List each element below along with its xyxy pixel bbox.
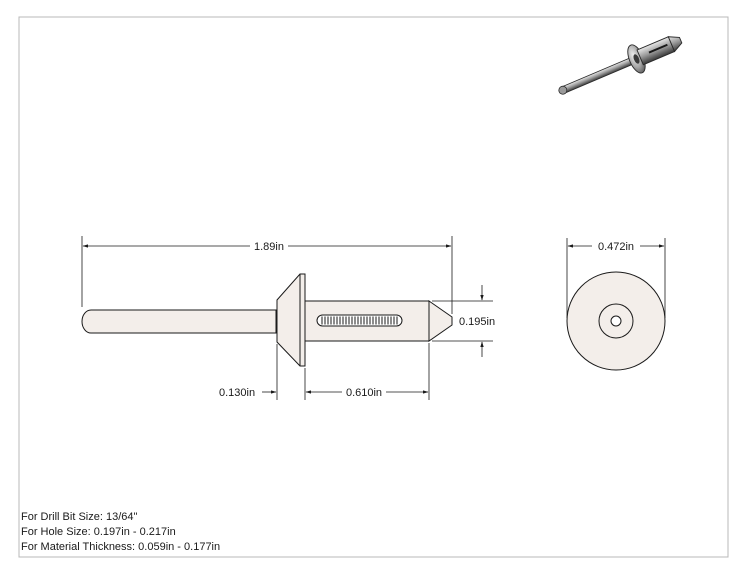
preview-slot bbox=[648, 43, 668, 54]
isometric-preview bbox=[558, 36, 683, 95]
side-view bbox=[81, 273, 453, 367]
notes-block: For Drill Bit Size: 13/64" For Hole Size… bbox=[21, 511, 220, 553]
dim-body-diameter-label: 0.195in bbox=[459, 316, 495, 328]
mandrel bbox=[81, 309, 277, 334]
note-hole-size: For Hole Size: 0.197in - 0.217in bbox=[21, 526, 176, 538]
end-view-mandrel bbox=[610, 315, 622, 327]
dim-head-height bbox=[262, 344, 306, 400]
dim-overall-length-label: 1.89in bbox=[254, 241, 284, 253]
rivet-head bbox=[276, 273, 306, 367]
preview-mandrel-tip bbox=[558, 85, 568, 95]
dim-body-length-label: 0.610in bbox=[346, 387, 382, 399]
preview-flange-hole bbox=[633, 54, 640, 64]
dim-body-diameter bbox=[432, 285, 493, 357]
dim-head-height-label: 0.130in bbox=[219, 387, 255, 399]
preview-mandrel bbox=[560, 57, 634, 94]
dim-head-diameter bbox=[566, 238, 666, 318]
dim-head-diameter-label: 0.472in bbox=[598, 241, 634, 253]
rivet-nose bbox=[428, 300, 453, 342]
note-drill-bit: For Drill Bit Size: 13/64" bbox=[21, 511, 137, 523]
slot-knurl bbox=[321, 316, 398, 325]
dim-body-length bbox=[305, 343, 430, 400]
end-view bbox=[566, 271, 666, 371]
note-material-thickness: For Material Thickness: 0.059in - 0.177i… bbox=[21, 541, 220, 553]
preview-body bbox=[636, 36, 676, 66]
preview-nose bbox=[667, 36, 683, 53]
dim-overall-length bbox=[81, 236, 453, 314]
sheet-border bbox=[18, 16, 729, 558]
body-slot bbox=[316, 314, 403, 327]
